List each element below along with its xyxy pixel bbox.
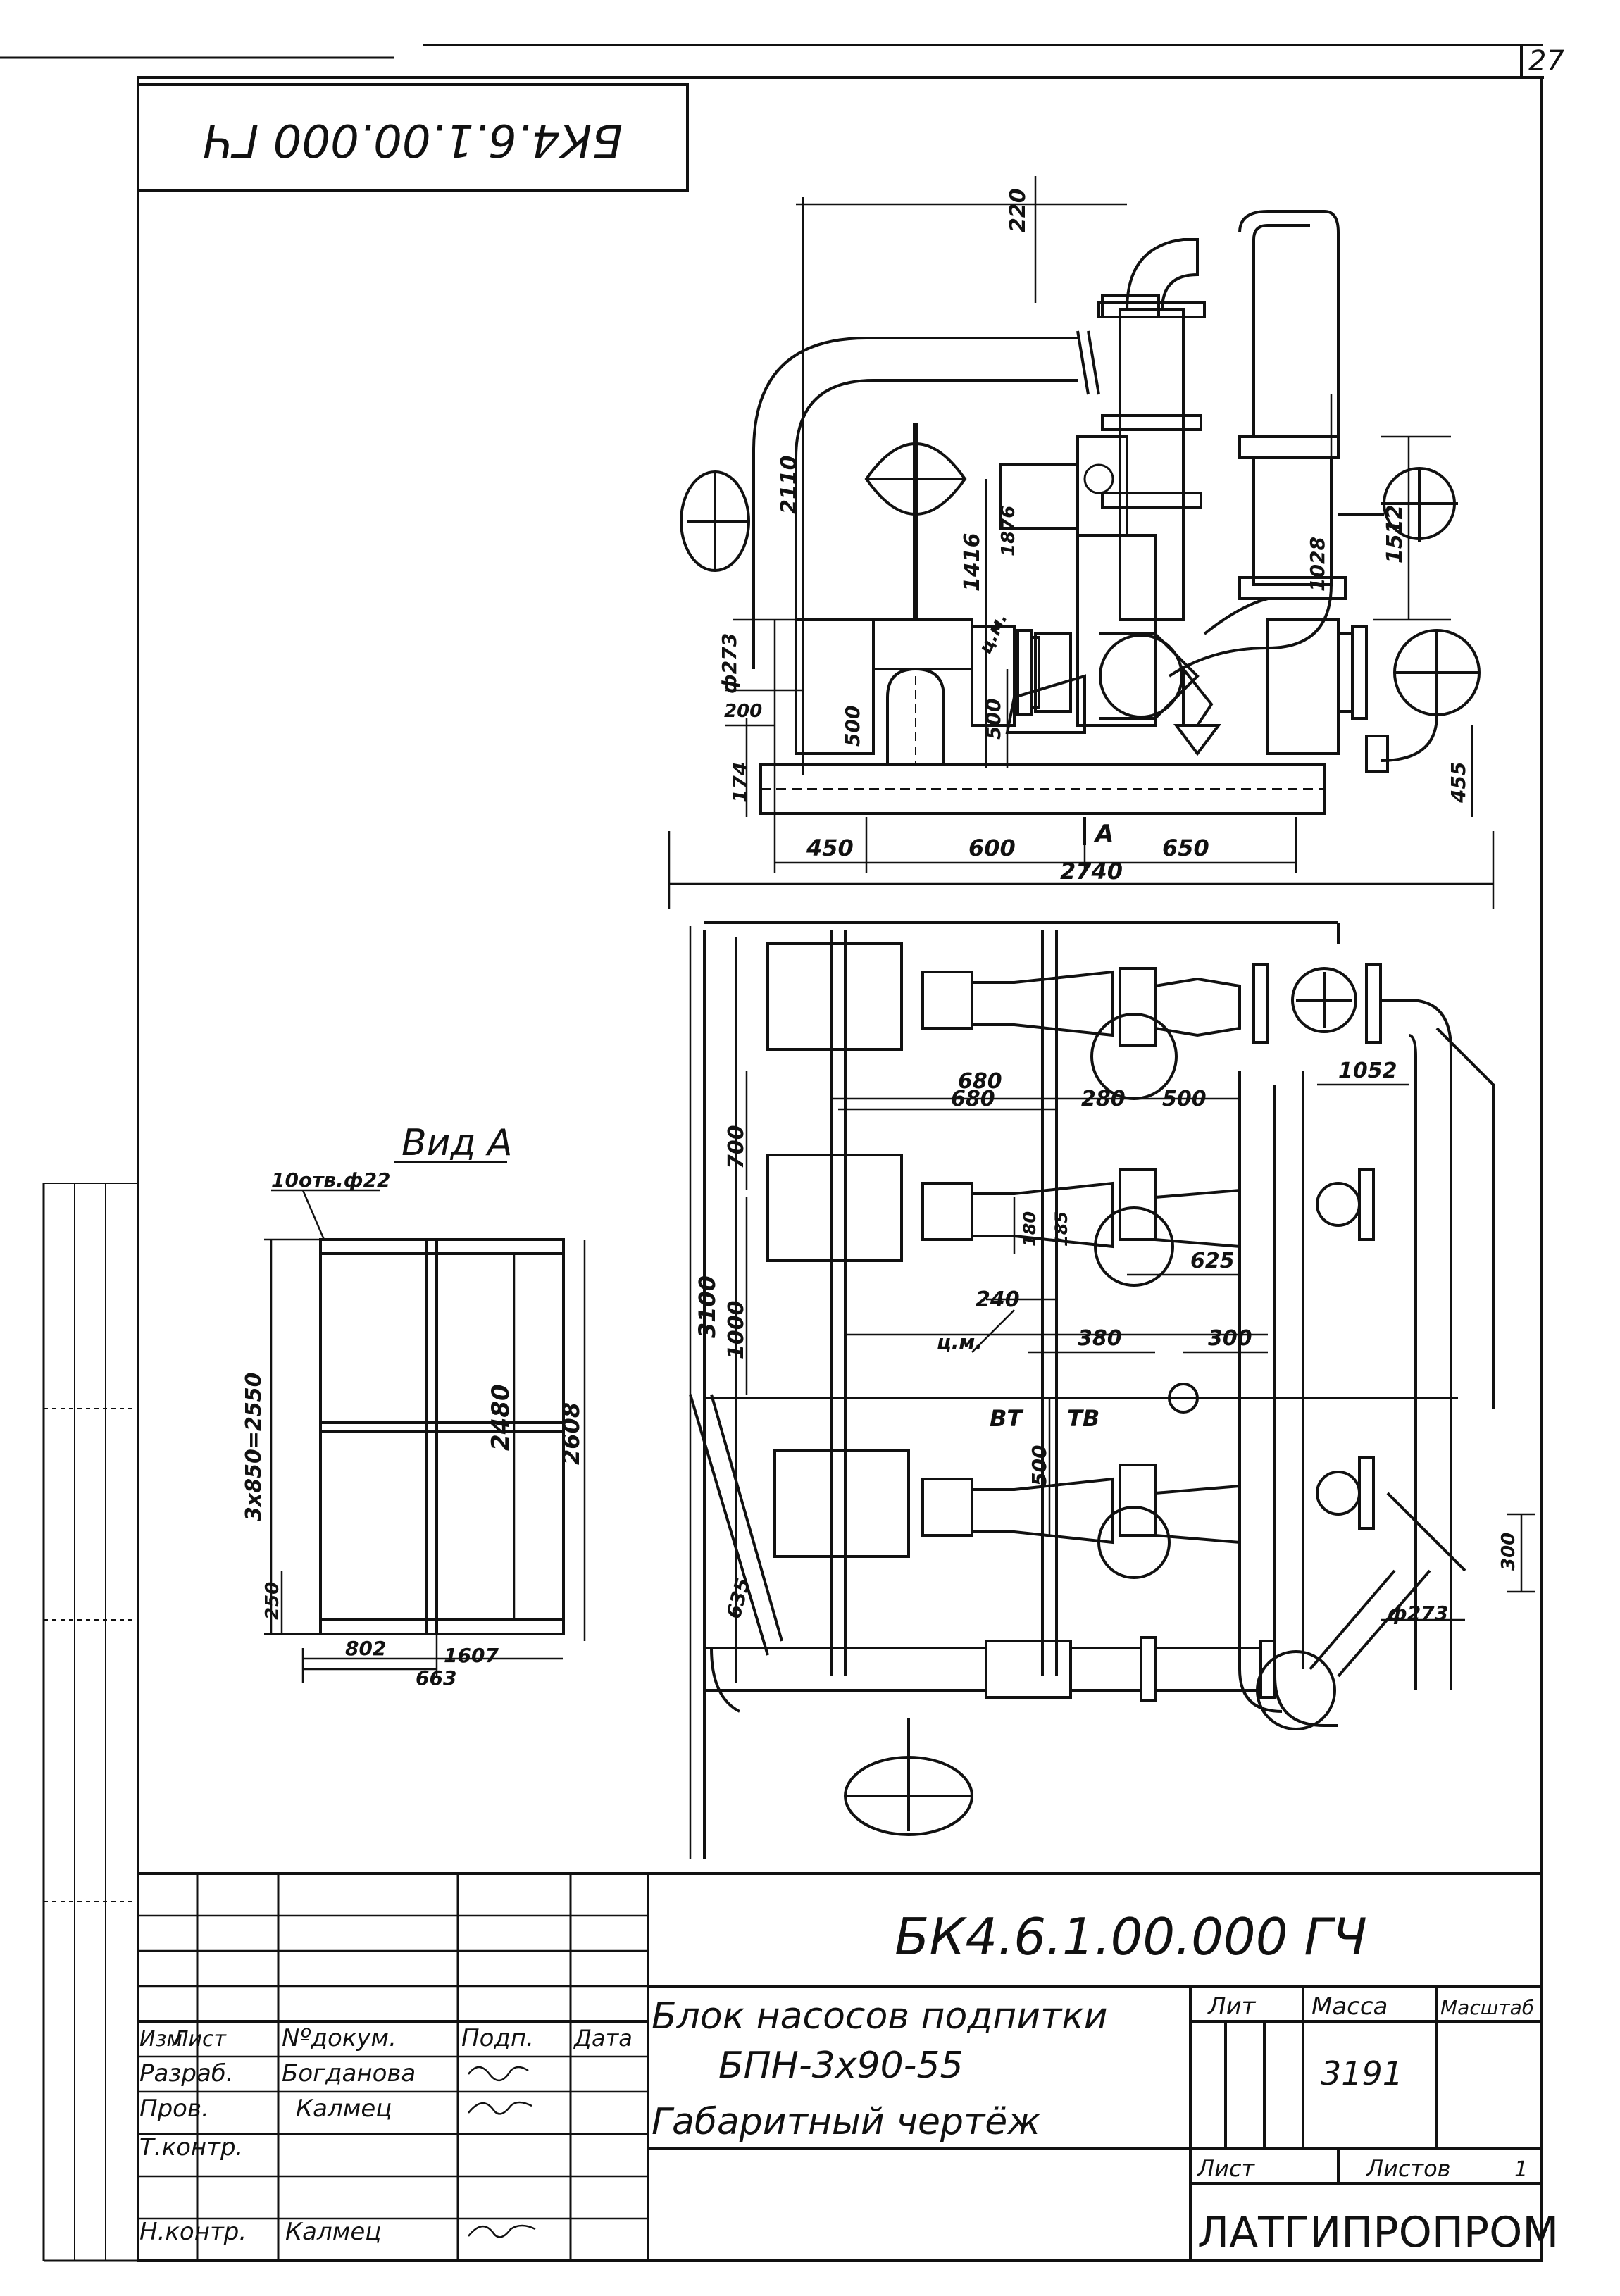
dim-650: 650 <box>1162 835 1209 861</box>
row-tkontr: Т.контр. <box>139 2133 243 2161</box>
dim-1028: 1028 <box>1306 537 1329 592</box>
front-view <box>680 210 1481 815</box>
plan-view <box>689 921 1495 1859</box>
dim-700: 700 <box>724 1125 749 1169</box>
dim-200: 200 <box>724 701 762 722</box>
front-dimension-texts: 220 2110 1416 1876 1512 1028 ф273 200 50… <box>718 188 1470 885</box>
title-block <box>137 1872 1543 2262</box>
label-cm-plan: ц.м. <box>937 1330 983 1354</box>
dim-625: 625 <box>1190 1249 1235 1273</box>
dim-680a: 680 <box>958 1069 1002 1094</box>
plan-motor-1 <box>766 942 903 1051</box>
col-sign: Подп. <box>461 2024 534 2052</box>
dim-380: 380 <box>1078 1326 1122 1351</box>
lit-header: Лит <box>1207 1992 1257 2021</box>
view-a-dim-bottom-a: 802 <box>345 1637 386 1660</box>
dim-240: 240 <box>976 1287 1020 1312</box>
dim-1052: 1052 <box>1338 1059 1397 1083</box>
massa-header: Масса <box>1311 1992 1388 2021</box>
dim-635: 635 <box>722 1576 755 1621</box>
dim-3100: 3100 <box>694 1275 721 1338</box>
view-a-frame <box>319 1238 565 1635</box>
label-section-a: А <box>1093 820 1114 848</box>
plan-handwheel-3 <box>1316 1471 1361 1516</box>
plan-dimension-lines <box>735 937 1535 1683</box>
front-dimension-lines <box>668 176 1495 909</box>
name-nkontr: Калмец <box>285 2218 381 2246</box>
dim-d273-plan: ф273 <box>1388 1602 1448 1625</box>
title-code: БК4.6.1.00.000 ГЧ <box>895 1907 1367 1966</box>
plan-handwheel-2 <box>1316 1182 1361 1227</box>
listov-value: 1 <box>1514 2157 1528 2182</box>
dim-1876: 1876 <box>998 506 1019 556</box>
name-prov: Калмец <box>296 2095 392 2123</box>
signatures <box>468 2066 536 2238</box>
front-right-stack <box>1238 210 1340 437</box>
dim-2740: 2740 <box>1060 858 1123 885</box>
dim-600: 600 <box>968 835 1016 861</box>
dim-1416: 1416 <box>960 533 985 592</box>
masshtab-header: Масштаб <box>1440 1996 1534 2019</box>
title-name-line1: Блок насосов подпитки <box>652 1995 1108 2038</box>
plan-motor-2 <box>766 1154 903 1262</box>
dim-1000: 1000 <box>724 1301 749 1360</box>
listov-label: Листов <box>1366 2155 1451 2182</box>
view-a: Вид А 10отв.ф22 3x850=2550 2480 <box>242 1122 586 1690</box>
view-a-holes: 10отв.ф22 <box>271 1168 391 1192</box>
dim-680b: 680 <box>951 1087 995 1111</box>
dim-450: 450 <box>806 835 854 861</box>
dim-2110: 2110 <box>777 456 802 515</box>
front-tall-column <box>1119 308 1185 621</box>
dim-300-right: 300 <box>1498 1533 1519 1571</box>
label-cm-front: ц.м. <box>975 610 1012 657</box>
view-a-dim-left: 3x850=2550 <box>242 1373 266 1521</box>
plan-right-pipe <box>1381 999 1452 1690</box>
col-list: Лист <box>172 2027 228 2052</box>
view-a-dim-small: 250 <box>262 1582 283 1620</box>
view-a-dim-bottom-c: 663 <box>416 1666 456 1690</box>
title-name-line3: Габаритный чертёж <box>652 2101 1040 2143</box>
dim-1512: 1512 <box>1383 505 1407 564</box>
dim-180: 180 <box>1020 1211 1040 1247</box>
dim-220: 220 <box>1006 188 1030 232</box>
front-left-pipe <box>752 337 1078 669</box>
view-a-dim-right: 2608 <box>558 1402 585 1465</box>
title-block-texts: БК4.6.1.00.000 ГЧ Блок насосов подпитки … <box>139 1907 1559 2257</box>
plan-handwheel-1 <box>1291 967 1357 1033</box>
col-izm: Изм <box>139 2027 182 2052</box>
dim-500-vert: 500 <box>1028 1445 1051 1486</box>
dim-500-plan: 500 <box>1162 1087 1207 1111</box>
rotated-code-text: БК4.6.1.00.000 ГЧ <box>203 113 623 166</box>
plan-dimension-texts: 680 680 280 500 1052 700 3100 1000 180 1… <box>694 1059 1519 1625</box>
dim-280: 280 <box>1081 1087 1126 1111</box>
sheet-number: 27 <box>1528 45 1564 77</box>
label-vt: ВТ <box>990 1405 1023 1432</box>
org-name: ЛАТГИПРОПРОМ <box>1197 2208 1559 2257</box>
dim-500b: 500 <box>982 699 1005 740</box>
dim-500a: 500 <box>841 706 864 747</box>
dim-174: 174 <box>728 762 752 803</box>
col-doc: Nºдокум. <box>282 2024 397 2052</box>
name-razrab: Богданова <box>282 2059 416 2088</box>
label-tv: ТВ <box>1067 1405 1099 1432</box>
row-razrab: Разраб. <box>139 2059 234 2088</box>
dim-185: 185 <box>1052 1211 1071 1247</box>
rotated-code-stamp: БК4.6.1.00.000 ГЧ <box>137 83 689 192</box>
row-prov: Пров. <box>139 2095 209 2123</box>
col-date: Дата <box>573 2025 633 2052</box>
dim-455: 455 <box>1447 762 1470 804</box>
dim-300-plan: 300 <box>1208 1326 1252 1351</box>
dim-d273: ф273 <box>718 633 741 694</box>
plan-motor-3 <box>773 1449 910 1558</box>
margin-stamp <box>44 1408 138 1902</box>
massa-value: 3191 <box>1321 2054 1403 2092</box>
view-a-title: Вид А <box>401 1122 513 1164</box>
title-name-line2: БПН-3х90-55 <box>718 2045 964 2087</box>
view-a-dim-bottom-b: 1607 <box>444 1644 499 1667</box>
list-label: Лист <box>1197 2155 1255 2182</box>
view-a-dim-inner: 2480 <box>487 1384 515 1451</box>
row-nkontr: Н.контр. <box>139 2218 247 2246</box>
